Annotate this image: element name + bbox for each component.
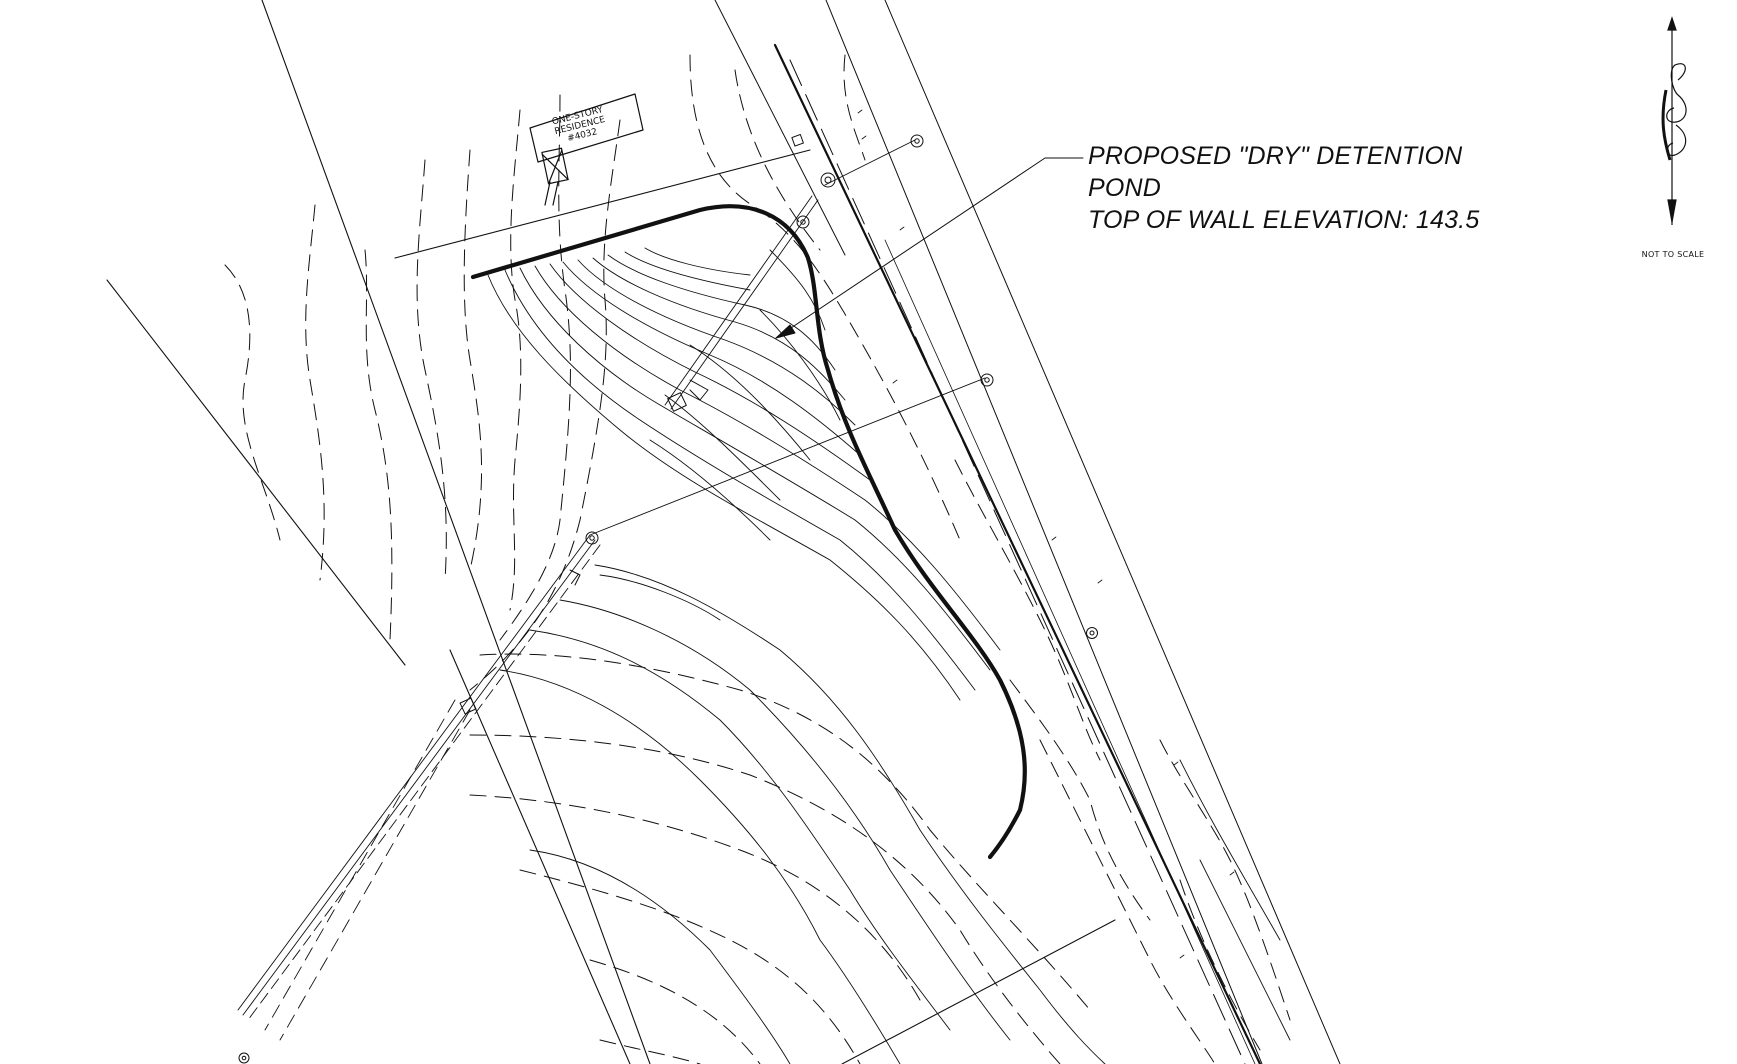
callout-line-3: TOP OF WALL ELEVATION: 143.5 xyxy=(1088,206,1480,234)
detention-pond-callout: PROPOSED "DRY" DETENTION POND TOP OF WAL… xyxy=(1088,140,1479,236)
road-edges xyxy=(714,0,1341,1064)
detention-pond-wall xyxy=(470,204,1027,860)
north-arrow-icon xyxy=(1661,16,1687,225)
not-to-scale-note: NOT TO SCALE xyxy=(1641,250,1705,259)
proposed-contours xyxy=(487,247,1291,1064)
manhole-structures xyxy=(238,134,1098,1064)
contour-ticks xyxy=(857,109,1235,959)
callout-line-1: PROPOSED "DRY" DETENTION xyxy=(1088,142,1463,170)
property-lines xyxy=(106,0,1116,1064)
residence-building xyxy=(529,93,644,206)
existing-contours xyxy=(224,54,1291,1064)
callout-line-2: POND xyxy=(1088,174,1162,202)
callout-leader xyxy=(775,157,1084,339)
utility-lines xyxy=(237,139,986,1041)
